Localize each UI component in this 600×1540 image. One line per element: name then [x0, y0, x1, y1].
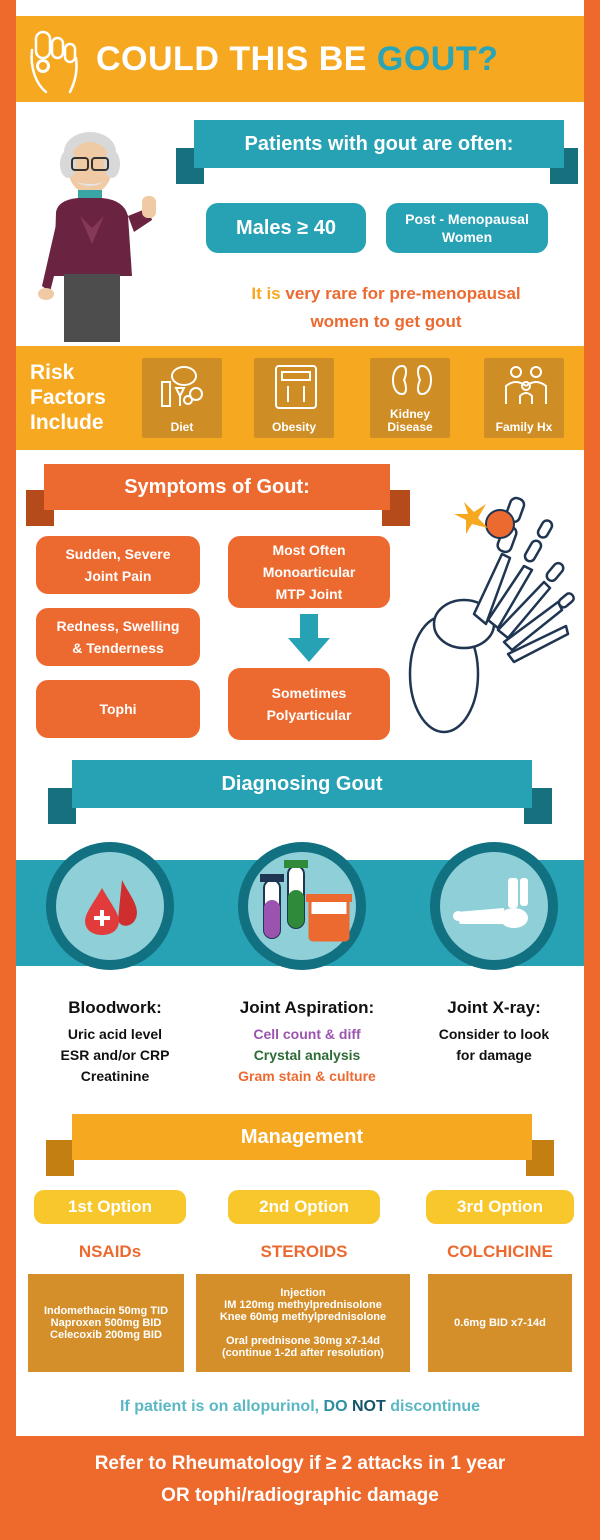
dose-nsaids: Indomethacin 50mg TID Naproxen 500mg BID… [28, 1274, 184, 1372]
page-title: COULD THIS BE GOUT? [16, 16, 584, 102]
symptom-monoarticular: Most Often Monoarticular MTP Joint [228, 536, 390, 608]
symptom-sudden-pain: Sudden, Severe Joint Pain [36, 536, 200, 594]
rare-note-w3: pre-menopausal [389, 284, 521, 303]
risk-label-kidney-line1: Kidney [389, 407, 430, 421]
symptom-polyarticular: Sometimes Polyarticular [228, 668, 390, 740]
foot-xray-icon [453, 878, 528, 928]
family-icon [505, 366, 547, 404]
dose-steroids: Injection IM 120mg methylprednisolone Kn… [196, 1274, 410, 1372]
note-not: NOT [352, 1398, 386, 1415]
xray-damage: for damage [456, 1047, 532, 1063]
symptom-sudden-pain-l1: Sudden, Severe [65, 546, 171, 562]
xray-title: Joint X-ray: [447, 998, 541, 1017]
rare-note-w2: very rare for [285, 284, 385, 303]
risk-factors-title: Risk Factors Include [30, 360, 140, 435]
symptoms-heading: Symptoms of Gout: [44, 464, 390, 510]
management-heading: Management [72, 1114, 532, 1160]
pill-post-menopausal-line1: Post - Menopausal [405, 211, 529, 227]
aspiration-section: Joint Aspiration: Cell count & diff Crys… [212, 998, 402, 1087]
symptom-redness-l1: Redness, Swelling [56, 618, 180, 634]
aspiration-title: Joint Aspiration: [239, 998, 375, 1017]
diagnosing-heading: Diagnosing Gout [72, 760, 532, 808]
risk-title-line2: Factors [30, 386, 106, 409]
bloodwork-uric-acid: Uric acid level [67, 1026, 163, 1042]
pill-post-menopausal: Post - Menopausal Women [386, 203, 548, 253]
risk-title-line1: Risk [30, 361, 75, 384]
note-do: DO [323, 1398, 348, 1415]
diet-icon [161, 366, 203, 407]
blood-drop-icon [85, 880, 137, 935]
bloodwork-creatinine: Creatinine [80, 1068, 150, 1084]
symptom-mono-l3: MTP Joint [275, 586, 343, 602]
drug-colchicine: COLCHICINE [447, 1242, 553, 1261]
risk-label-obesity: Obesity [271, 420, 316, 434]
risk-family-hx: Family Hx [484, 358, 564, 438]
note-post: discontinue [385, 1398, 481, 1415]
allopurinol-note: If patient is on allopurinol, DO NOT dis… [16, 1398, 584, 1416]
xray-section: Joint X-ray: Consider to look for damage [414, 998, 574, 1066]
option-3-badge: 3rd Option [426, 1190, 574, 1224]
rare-note-w1: It is [251, 284, 281, 303]
bloodwork-esr-crp: ESR and/or CRP [60, 1047, 170, 1063]
arrow-down-icon [288, 614, 330, 662]
mgmt-ribbon-tail-left [46, 1140, 74, 1176]
symptom-poly-l2: Polyarticular [266, 707, 352, 723]
option-1-badge: 1st Option [34, 1190, 186, 1224]
pill-post-menopausal-line2: Women [441, 229, 493, 245]
xray-consider: Consider to look [438, 1026, 550, 1042]
risk-obesity: Obesity [254, 358, 334, 438]
title-accent: GOUT? [376, 40, 499, 78]
title-prefix: COULD THIS BE [96, 40, 377, 78]
note-pre: If patient is on allopurinol, [119, 1398, 324, 1415]
pill-males-40: Males ≥ 40 [206, 203, 366, 253]
kidney-icon [392, 364, 432, 396]
risk-label-family: Family Hx [495, 420, 553, 434]
dose-colchicine: 0.6mg BID x7-14d [428, 1274, 572, 1372]
rare-note: It is very rare for pre-menopausal women… [206, 280, 566, 336]
aspiration-crystal: Crystal analysis [253, 1047, 361, 1063]
bloodwork-section: Bloodwork: Uric acid level ESR and/or CR… [40, 998, 190, 1087]
risk-label-kidney-line2: Disease [387, 420, 433, 434]
xray-circle-inner [440, 852, 548, 960]
symptom-redness-l2: & Tenderness [72, 640, 164, 656]
risk-title-line3: Include [30, 411, 104, 434]
foot-skeleton-icon [404, 474, 580, 746]
symptom-tophi: Tophi [36, 680, 200, 738]
referral-footer: Refer to Rheumatology if ≥ 2 attacks in … [0, 1436, 600, 1540]
toe-icon [26, 28, 82, 94]
risk-diet: Diet [142, 358, 222, 438]
referral-line1: Refer to Rheumatology if ≥ 2 attacks in … [94, 1453, 506, 1474]
aspiration-circle [238, 842, 366, 970]
diag-ribbon-tail-left [48, 788, 76, 824]
drug-nsaids: NSAIDs [78, 1242, 142, 1261]
symptom-poly-l1: Sometimes [271, 685, 347, 701]
risk-label-kidney: Kidney Disease [370, 408, 450, 434]
test-tubes-icon [260, 860, 352, 942]
scale-icon [275, 365, 317, 409]
aspiration-cell-count: Cell count & diff [253, 1026, 361, 1042]
risk-kidney-disease: Kidney Disease [370, 358, 450, 438]
option-2-badge: 2nd Option [228, 1190, 380, 1224]
drug-steroids: STEROIDS [260, 1242, 348, 1261]
aspiration-gram-stain: Gram stain & culture [238, 1068, 376, 1084]
header-band [16, 16, 584, 102]
bloodwork-circle [46, 842, 174, 970]
symptom-mono-l1: Most Often [272, 542, 346, 558]
symptom-sudden-pain-l2: Joint Pain [84, 568, 152, 584]
symptom-redness: Redness, Swelling & Tenderness [36, 608, 200, 666]
elderly-man-illustration [28, 116, 188, 342]
referral-line2: OR tophi/radiographic damage [161, 1485, 439, 1506]
bloodwork-title: Bloodwork: [68, 998, 162, 1017]
xray-circle [430, 842, 558, 970]
rare-note-line2: women to get gout [310, 312, 462, 331]
risk-label-diet: Diet [170, 420, 194, 434]
demographics-heading: Patients with gout are often: [194, 120, 564, 168]
symptom-mono-l2: Monoarticular [262, 564, 356, 580]
